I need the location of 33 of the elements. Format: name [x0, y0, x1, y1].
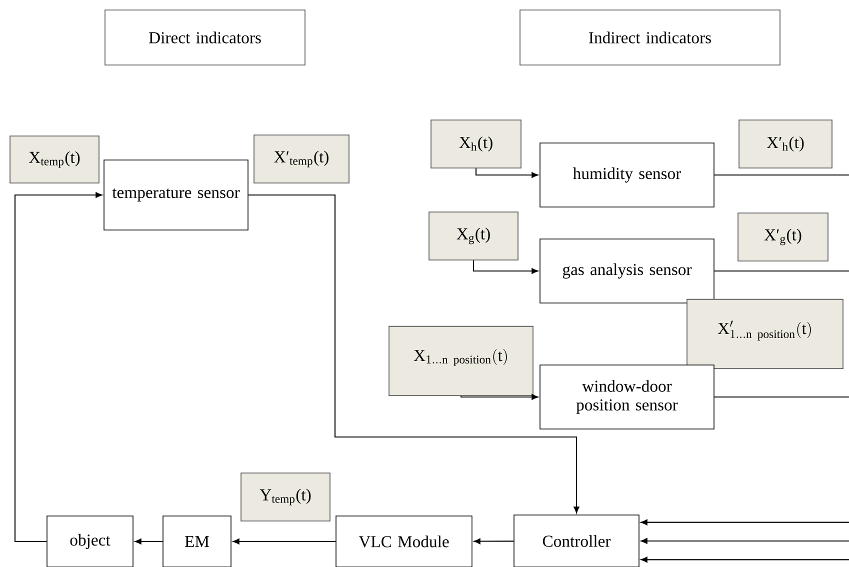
signal-box: X′$_{h}$(t) [738, 120, 832, 168]
signal-box: $\mathrm{X}_{1\ldots\mathrm{n}\ \mathrm{position}}(\mathrm{t})$ [388, 326, 534, 396]
arrow [640, 556, 849, 563]
signal-box: Y$_{temp}$(t) [240, 472, 330, 522]
signal-box: $\mathrm{X}'_{1\ldots\mathrm{n}\ \mathrm{position}}(\mathrm{t})$ [686, 298, 844, 370]
process-box: gas analysis sensor [540, 238, 714, 304]
process-box: temperature sensor [104, 160, 248, 230]
signal-box: X$_{g}$(t) [428, 212, 518, 260]
connector-line [714, 174, 849, 176]
process-box: VLC Module [336, 516, 472, 567]
header-box: Direct indicators [104, 10, 306, 66]
arrow [640, 519, 849, 526]
header-box: Indirect indicators [520, 10, 780, 66]
arrow [232, 538, 336, 544]
connector-line [714, 396, 849, 398]
arrow [640, 538, 849, 544]
process-box: object [46, 516, 134, 567]
arrow [475, 168, 538, 178]
process-box: window-door position sensor [540, 364, 714, 430]
signal-box: X$_{temp}$(t) [10, 136, 100, 184]
arrow [134, 538, 163, 544]
process-box: humidity sensor [540, 142, 714, 208]
signal-box: X′$_{g}$(t) [738, 212, 828, 262]
arrow [474, 538, 514, 544]
arrow [472, 260, 538, 274]
arrow [460, 394, 538, 400]
arrow [248, 194, 580, 514]
signal-box: X$_{h}$(t) [430, 120, 522, 168]
connector-line [714, 270, 849, 272]
process-box: EM [162, 516, 232, 567]
arrow [14, 192, 102, 542]
signal-box: X′$_{temp}$(t) [254, 134, 350, 184]
process-box: Controller [514, 514, 640, 567]
